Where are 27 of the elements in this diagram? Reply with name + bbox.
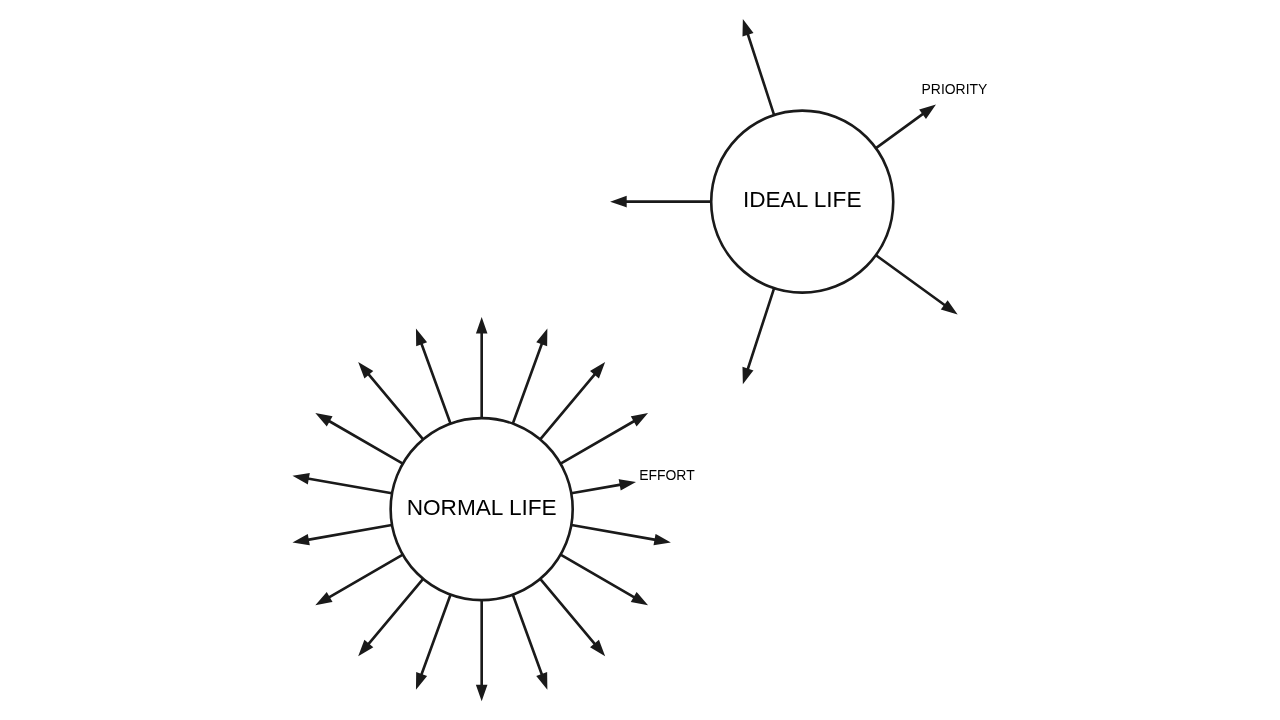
arrow bbox=[610, 195, 712, 208]
arrow bbox=[315, 553, 404, 606]
arrow bbox=[559, 553, 649, 606]
arrow bbox=[571, 523, 671, 546]
arrow bbox=[875, 254, 958, 315]
arrow bbox=[292, 472, 393, 495]
arrow bbox=[292, 523, 393, 546]
arrow bbox=[539, 578, 606, 657]
node-circle: NORMAL LIFE bbox=[389, 416, 574, 602]
node-circle: IDEAL LIFE bbox=[709, 109, 895, 294]
arrow bbox=[475, 317, 488, 419]
arrow bbox=[315, 413, 404, 465]
arrow bbox=[875, 104, 936, 150]
arrow bbox=[539, 361, 606, 441]
arrow bbox=[511, 328, 548, 425]
node-text: EFFORT bbox=[639, 466, 695, 483]
arrow bbox=[559, 413, 649, 465]
arrow bbox=[475, 600, 488, 702]
arrow bbox=[415, 594, 452, 690]
arrow bbox=[742, 18, 776, 116]
node-text: PRIORITY bbox=[921, 81, 988, 98]
arrow bbox=[358, 578, 424, 657]
arrow bbox=[358, 361, 424, 441]
arrow bbox=[571, 479, 636, 495]
arrow bbox=[415, 328, 452, 425]
arrow bbox=[511, 594, 548, 690]
arrow bbox=[742, 287, 776, 385]
